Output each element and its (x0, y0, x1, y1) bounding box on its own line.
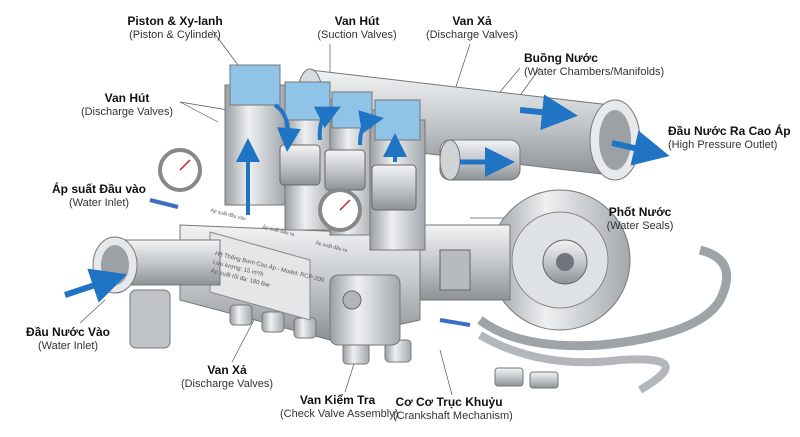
label-en: (Discharge Valves) (180, 378, 274, 390)
label-en: (Crankshaft Mechanism) (393, 410, 513, 422)
label-water-seals: Phốt Nước (Water Seals) (590, 205, 690, 233)
label-vi: Áp suất Đầu vào (51, 182, 147, 196)
label-suction-valves-top: Van Hút (Suction Valves) (297, 14, 417, 42)
label-water-chambers: Buồng Nước (Water Chambers/Manifolds) (524, 51, 664, 79)
inlet-strainer (129, 289, 171, 349)
label-en: (Suction Valves) (317, 29, 397, 41)
label-en: (Water Inlet) (37, 340, 99, 352)
label-en: (High Pressure Outlet) (668, 139, 778, 151)
label-en: (Check Valve Assembly) (280, 408, 399, 420)
label-vi: Van Xả (207, 363, 247, 377)
label-vi: Đầu Nước Ra Cao Áp (668, 124, 791, 138)
flow-arrows (236, 103, 407, 215)
label-en: (Water Chambers/Manifolds) (524, 66, 665, 78)
label-en: (Discharge Valves) (425, 29, 519, 41)
inlet-arrow-icon (64, 268, 128, 303)
label-high-pressure-outlet: Đầu Nước Ra Cao Áp (High Pressure Outlet… (668, 124, 791, 152)
label-crankshaft: Cơ Cơ Trục Khuỷu (Crankshaft Mechanism) (393, 395, 513, 423)
check-valve-housing (329, 274, 401, 346)
label-check-valve: Van Kiểm Tra (Check Valve Assembly) (280, 393, 399, 421)
label-discharge-valves-top: Van Xả (Discharge Valves) (412, 14, 532, 42)
label-suction-valves-left: Van Hút (Discharge Valves) (67, 91, 187, 119)
label-water-inlet: Đầu Nước Vào (Water Inlet) (8, 325, 128, 353)
flow-arrow (519, 94, 578, 131)
label-en: (Water Seals) (606, 220, 674, 232)
label-inlet-pressure: Áp suất Đầu vào (Water Inlet) (39, 182, 159, 210)
label-vi: Buồng Nước (524, 51, 598, 65)
label-vi: Van Kiểm Tra (299, 393, 376, 407)
pressure-gauge (158, 148, 362, 232)
outlet-arrow-icon (611, 130, 670, 166)
label-vi: Phốt Nước (608, 205, 672, 219)
label-en: (Discharge Valves) (80, 106, 174, 118)
inlet-valve-handle (149, 198, 179, 209)
label-vi: Đầu Nước Vào (26, 325, 110, 339)
label-vi: Van Hút (334, 14, 380, 28)
label-en: (Water Inlet) (68, 197, 130, 209)
label-en: (Piston & Cylinder) (129, 29, 221, 41)
hose-fitting (494, 367, 524, 387)
label-vi: Van Hút (104, 91, 150, 105)
label-vi: Van Xả (452, 14, 492, 28)
label-vi: Cơ Cơ Trục Khuỷu (395, 395, 503, 409)
valve-handle (439, 318, 471, 327)
label-piston-cylinder: Piston & Xy-lanh (Piston & Cylinder) (115, 14, 235, 42)
label-vi: Piston & Xy-lanh (127, 14, 223, 28)
label-discharge-valves-bottom: Van Xả (Discharge Valves) (167, 363, 287, 391)
